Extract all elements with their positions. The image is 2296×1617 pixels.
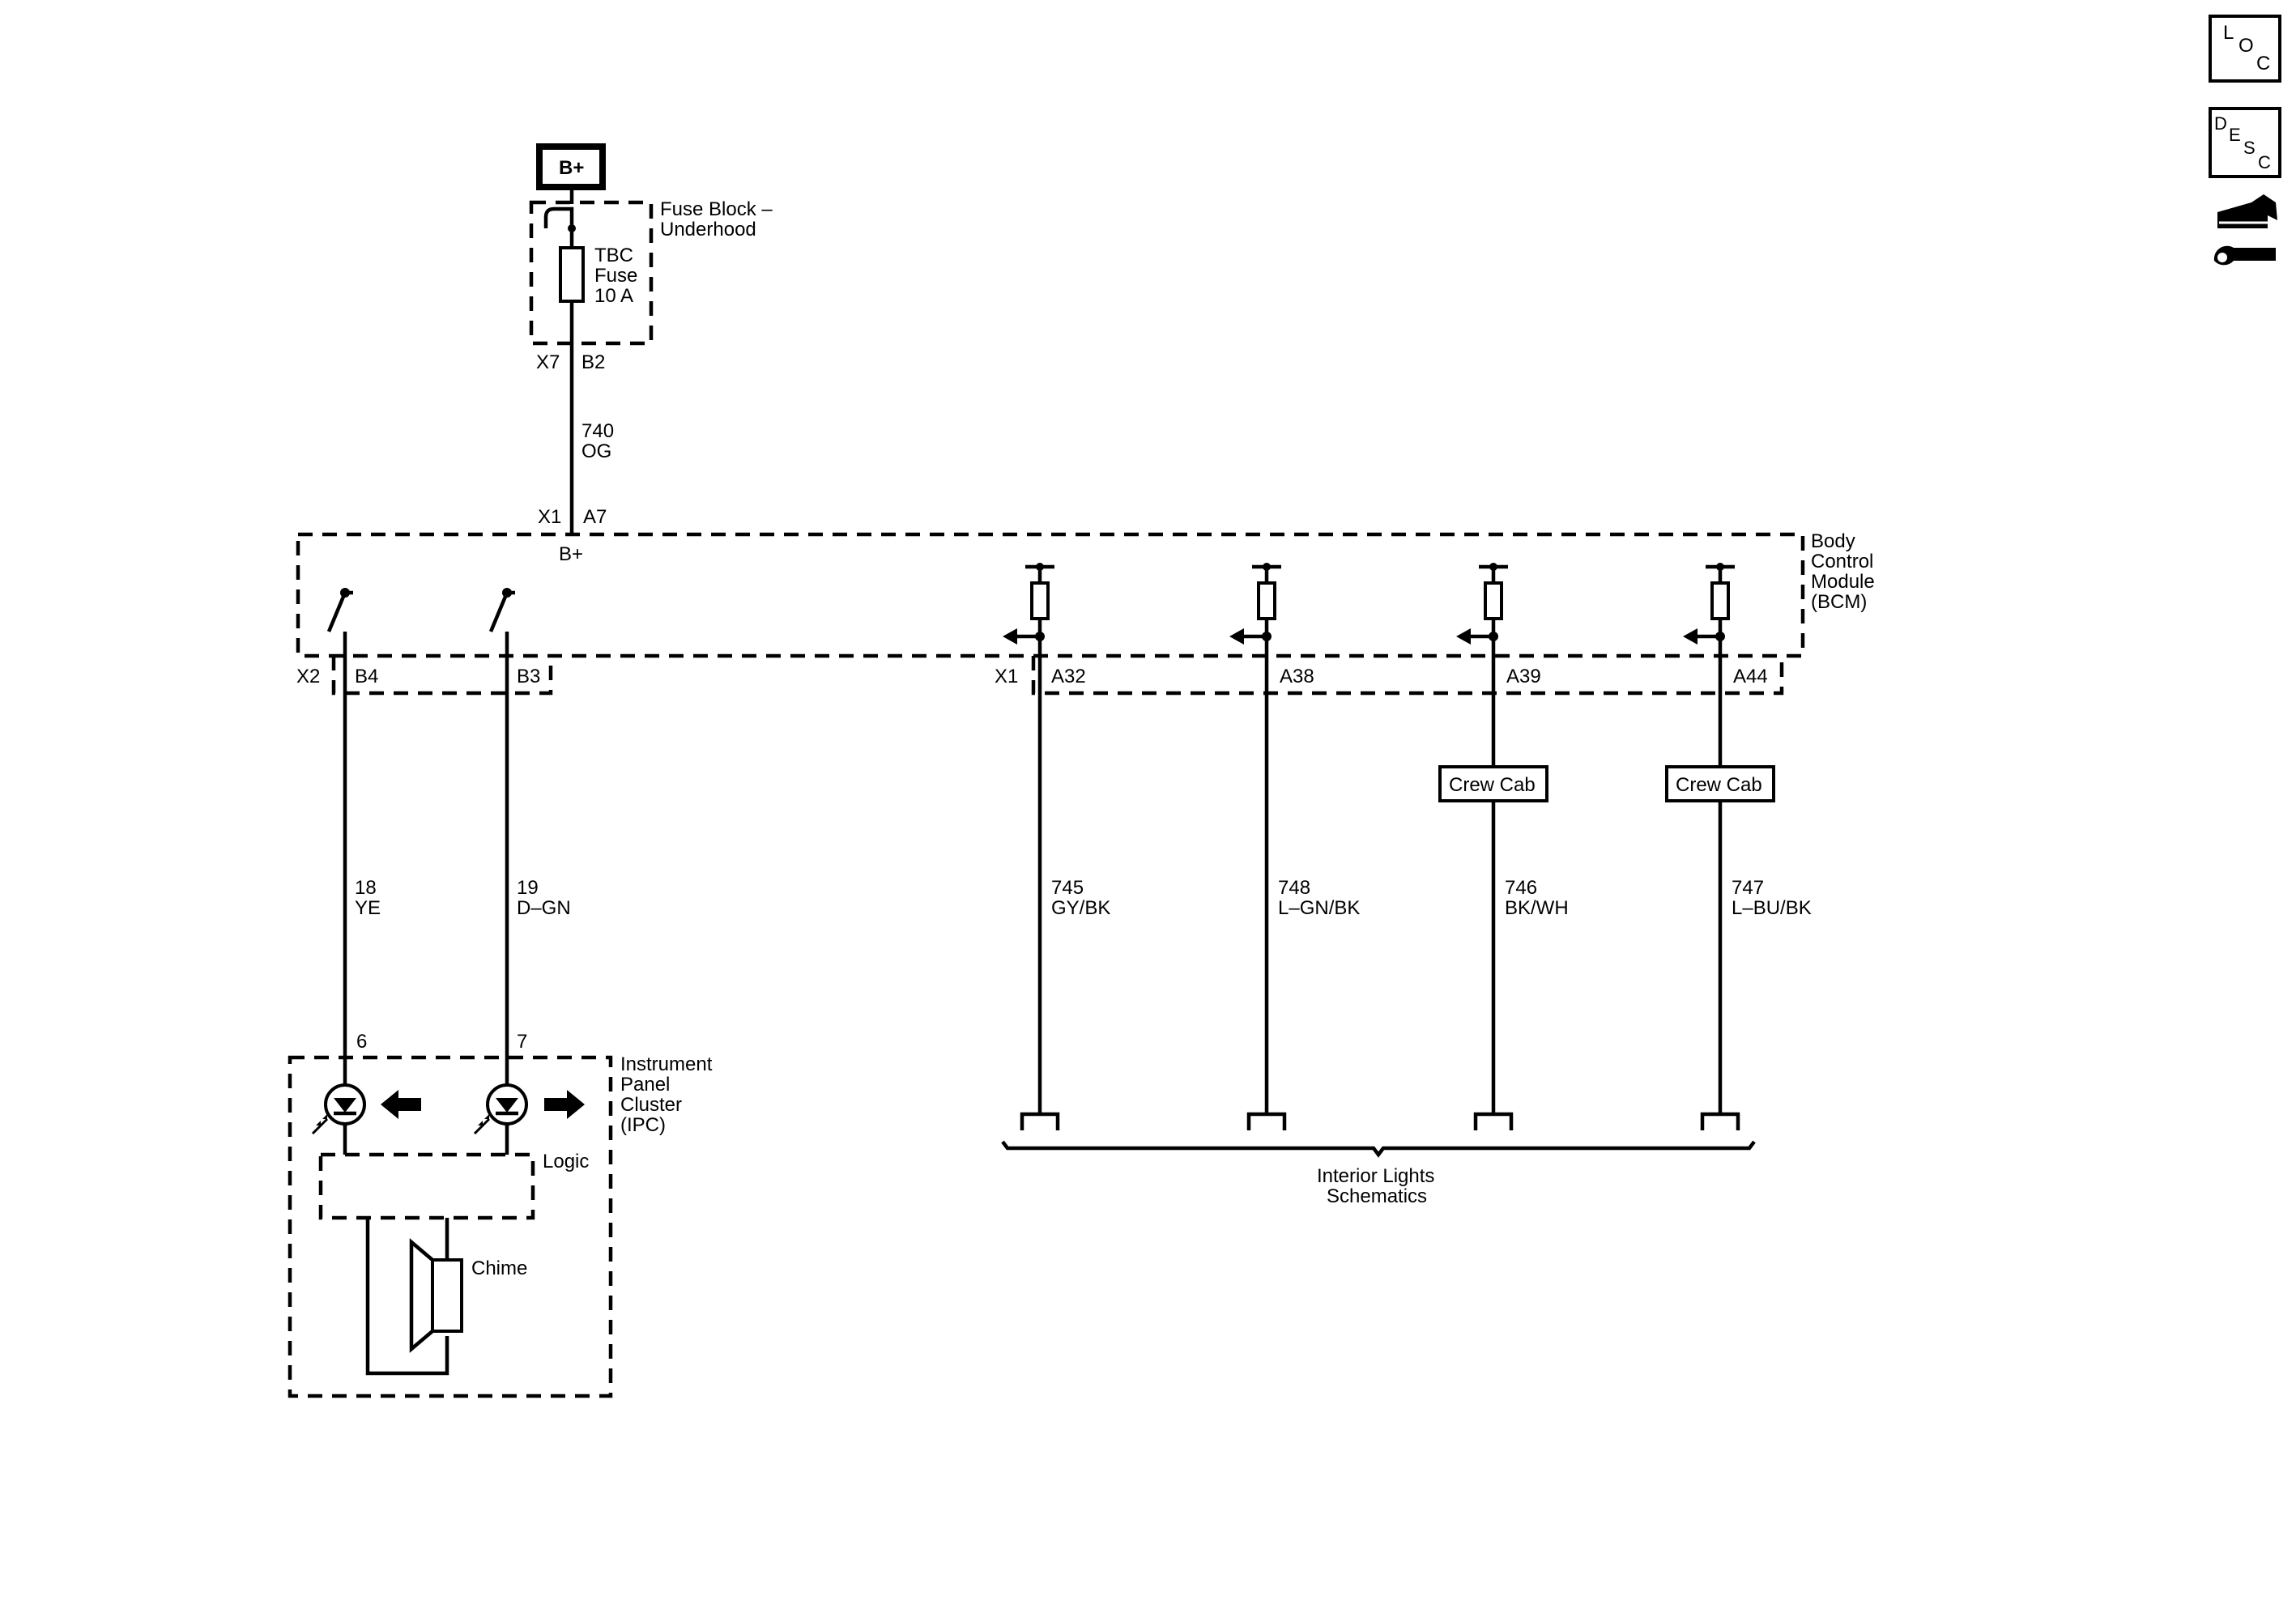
- bcm-pin-b4: B4: [355, 666, 378, 687]
- right-turn-indicator-led-icon: [473, 1083, 585, 1135]
- svg-text:L: L: [2223, 22, 2234, 44]
- wire-18-color: YE: [355, 897, 381, 919]
- bcm-output-driver-a38: [1229, 563, 1281, 645]
- svg-text:TBC: TBC: [594, 245, 633, 266]
- fuse-block-connector: X7: [536, 351, 560, 373]
- bcm-output-driver-a39: [1456, 563, 1508, 645]
- desc-icon[interactable]: D E S C: [2209, 107, 2281, 178]
- fuse-block-pin: B2: [581, 351, 605, 373]
- svg-text:(BCM): (BCM): [1811, 591, 1867, 613]
- svg-text:Control: Control: [1811, 551, 1873, 572]
- option-box-crew-cab-746: Crew Cab: [1438, 765, 1548, 802]
- svg-text:O: O: [2238, 35, 2254, 57]
- svg-text:Module: Module: [1811, 571, 1875, 593]
- interior-lights-ref-l1[interactable]: Interior Lights: [1317, 1165, 1434, 1187]
- wire-745-color: GY/BK: [1051, 897, 1110, 919]
- wire-740-color: OG: [581, 440, 611, 462]
- left-turn-indicator-led-icon: [311, 1083, 421, 1135]
- svg-text:B+: B+: [559, 157, 584, 179]
- svg-text:(IPC): (IPC): [620, 1114, 666, 1136]
- svg-text:Underhood: Underhood: [660, 219, 756, 240]
- wire-747-color: L–BU/BK: [1732, 897, 1812, 919]
- svg-text:E: E: [2229, 125, 2241, 145]
- option-box-crew-cab-747: Crew Cab: [1665, 765, 1775, 802]
- ipc-pin-7: 7: [517, 1031, 527, 1053]
- wire-746-color: BK/WH: [1505, 897, 1569, 919]
- wire-746-circuit: 746: [1505, 877, 1537, 899]
- svg-text:Fuse: Fuse: [594, 265, 637, 287]
- fuse-block-underhood: Fuse Block – Underhood TBC Fuse 10 A: [529, 188, 773, 346]
- bcm-connector-x2: X2: [296, 666, 320, 687]
- svg-text:Body: Body: [1811, 530, 1855, 552]
- bcm-pin-a39: A39: [1506, 666, 1541, 687]
- battery-positive-symbol: B+: [536, 143, 606, 190]
- wire-740-circuit: 740: [581, 420, 614, 442]
- bcm-pin-b3: B3: [517, 666, 540, 687]
- bcm-pin-a38: A38: [1280, 666, 1314, 687]
- wire-18-circuit: 18: [355, 877, 377, 899]
- bcm-output-driver-a32: [1003, 563, 1054, 645]
- wire-748-circuit: 748: [1278, 877, 1310, 899]
- bcm-output-driver-a44: [1683, 563, 1735, 645]
- bcm-connector-x1: X1: [995, 666, 1018, 687]
- svg-text:Panel: Panel: [620, 1074, 670, 1096]
- body-control-module: B+ Body Control Module (BCM): [296, 530, 1875, 696]
- bcm-pin-a32: A32: [1051, 666, 1086, 687]
- svg-text:Instrument: Instrument: [620, 1053, 713, 1075]
- svg-text:Crew Cab: Crew Cab: [1676, 774, 1762, 796]
- interior-lights-ref-l2[interactable]: Schematics: [1327, 1185, 1427, 1207]
- svg-text:Crew Cab: Crew Cab: [1449, 774, 1536, 796]
- instrument-panel-cluster: Instrument Panel Cluster (IPC): [288, 1053, 713, 1398]
- wire-19-circuit: 19: [517, 877, 539, 899]
- svg-text:Fuse Block –: Fuse Block –: [660, 198, 773, 220]
- ipc-pin-6: 6: [356, 1031, 367, 1053]
- bcm-pin-a44: A44: [1733, 666, 1768, 687]
- wire-19-color: D–GN: [517, 897, 571, 919]
- svg-text:C: C: [2256, 53, 2270, 74]
- svg-text:Chime: Chime: [471, 1257, 527, 1279]
- svg-text:Logic: Logic: [543, 1151, 589, 1172]
- svg-text:10 A: 10 A: [594, 285, 633, 307]
- bcm-connector-x1-top: X1: [538, 506, 561, 528]
- wire-745-circuit: 745: [1051, 877, 1084, 899]
- svg-text:C: C: [2258, 152, 2271, 172]
- interior-lights-connectors: [1001, 1112, 1756, 1158]
- svg-text:S: S: [2243, 138, 2256, 158]
- repair-hand-wrench-icon[interactable]: [2213, 194, 2277, 266]
- wire-747-circuit: 747: [1732, 877, 1764, 899]
- svg-text:B+: B+: [559, 543, 583, 565]
- wire-748-color: L–GN/BK: [1278, 897, 1360, 919]
- svg-text:Cluster: Cluster: [620, 1094, 682, 1116]
- loc-icon[interactable]: L O C: [2209, 15, 2281, 83]
- svg-text:D: D: [2214, 113, 2227, 134]
- chime-speaker-icon: Chime: [365, 1218, 527, 1376]
- bcm-pin-a7: A7: [583, 506, 607, 528]
- ipc-logic-block: Logic: [318, 1151, 589, 1220]
